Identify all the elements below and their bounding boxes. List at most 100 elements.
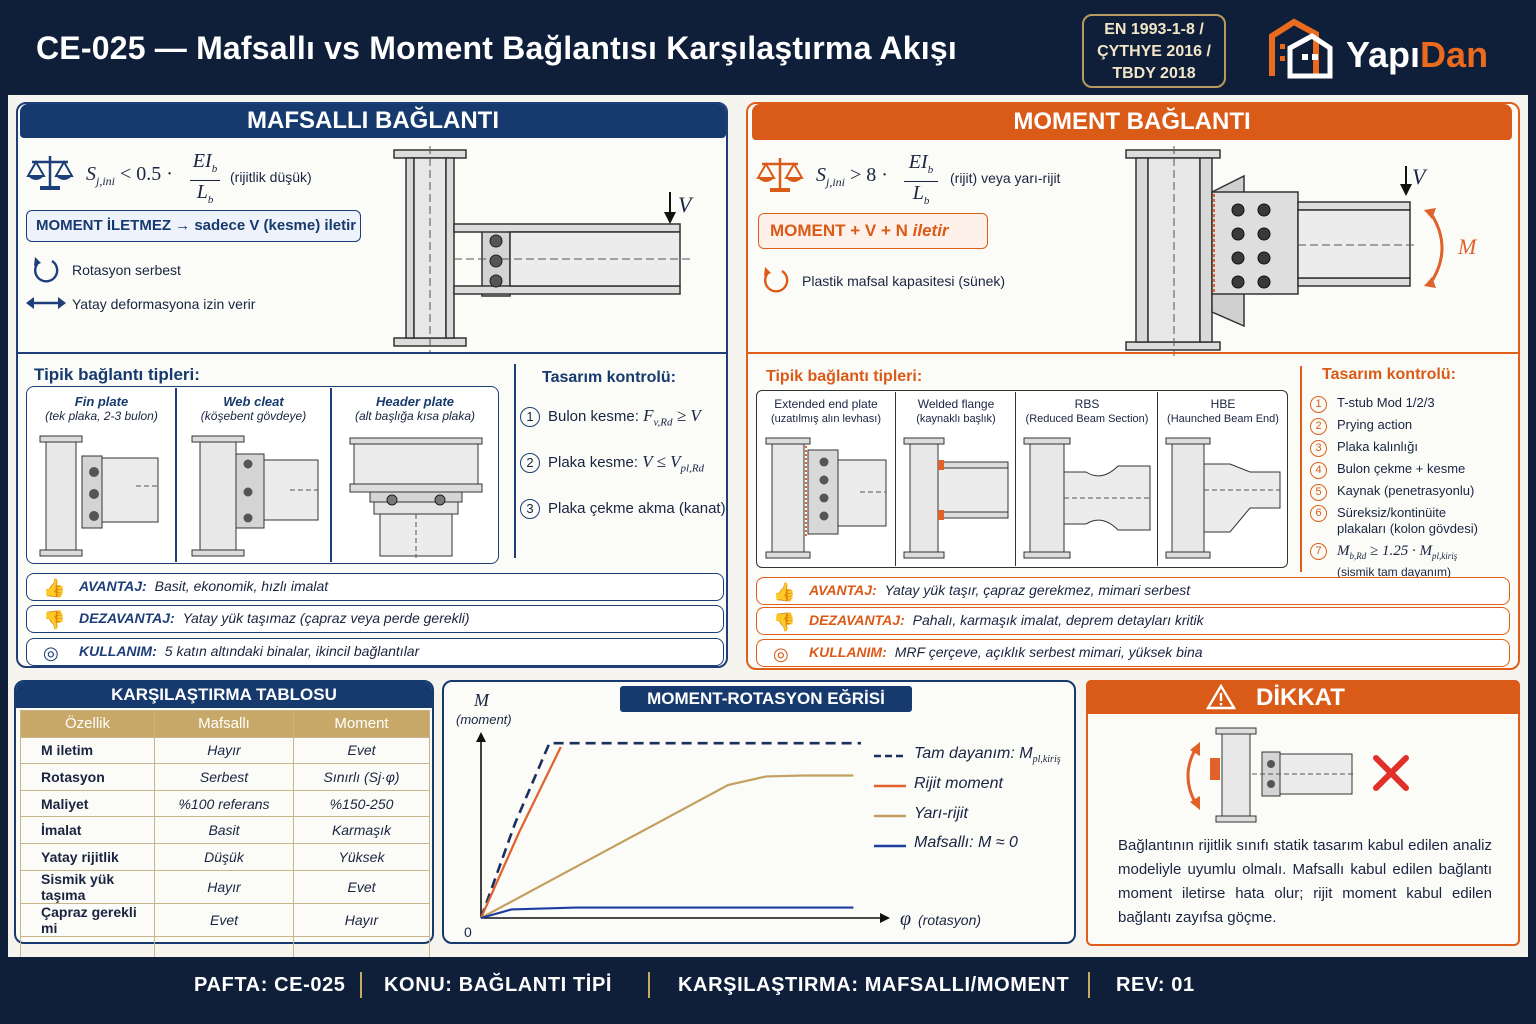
table-cell: İmalat xyxy=(20,816,155,844)
legend-text: Tam dayanım: M xyxy=(914,745,1033,762)
pinned-fraction: EIb Lb xyxy=(190,150,220,211)
legend-label-3: Yarı-rijit xyxy=(914,805,968,822)
footer-rev: REV: 01 xyxy=(1116,974,1195,996)
check-sub: v,Rd xyxy=(653,416,673,429)
thumbs-down-icon: 👎 xyxy=(773,612,796,632)
row-label: KULLANIM: xyxy=(79,643,157,659)
type-desc: (köşebent gövdeye) xyxy=(200,409,307,423)
row-text: Yatay yük taşımaz (çapraz veya perde ger… xyxy=(182,610,470,626)
row-text: Basit, ekonomik, hızlı imalat xyxy=(154,578,329,594)
legend-label-4: Mafsallı: M ≈ 0 xyxy=(914,834,1018,851)
header-plate-drawing xyxy=(349,437,483,558)
hbe-drawing xyxy=(1165,437,1281,559)
row-label: KULLANIM: xyxy=(809,644,887,660)
pinned-checks-title: Tasarım kontrolü: xyxy=(542,369,676,386)
frac-den: L xyxy=(196,181,208,203)
standard-line-2: ÇYTHYE 2016 / xyxy=(1097,43,1211,60)
warning-drawing xyxy=(1186,727,1409,823)
fin-plate-drawing xyxy=(39,435,160,557)
rotation-icon xyxy=(764,267,789,293)
table-cell: Basit xyxy=(154,816,294,844)
type-web-cleat: Web cleat (köşebent gövdeye) xyxy=(177,394,330,424)
row-text: Yatay yük taşır, çapraz gerekmez, mimari… xyxy=(884,582,1191,598)
s-symbol: S xyxy=(816,164,826,186)
type-rbs: RBS (Reduced Beam Section) xyxy=(1017,397,1157,427)
logo-part-1: Yapı xyxy=(1346,34,1421,75)
type-name: Header plate xyxy=(375,394,455,409)
check-number: 3 xyxy=(520,499,540,519)
pinned-title: MAFSALLI BAĞLANTI xyxy=(20,104,726,138)
frac-num-sub: b xyxy=(927,164,934,176)
x-axis-arrow xyxy=(880,913,890,923)
divider xyxy=(895,392,897,566)
building-logo-icon xyxy=(1269,18,1333,79)
brand-logo: YapıDan xyxy=(1346,34,1488,76)
thumbs-up-icon: 👍 xyxy=(43,578,66,598)
rbs-drawing xyxy=(1023,437,1151,559)
table-cell: Sınırlı (Sj·φ) xyxy=(293,763,430,791)
thumbs-down-icon: 👎 xyxy=(43,610,66,630)
moment-stiffness-note: (rijit) veya yarı-rijit xyxy=(950,170,1061,186)
moment-types-title: Tipik bağlantı tipleri: xyxy=(766,368,923,385)
pinned-types-title: Tipik bağlantı tipleri: xyxy=(34,365,200,384)
moment-panel xyxy=(746,102,1520,670)
table-cell: Evet xyxy=(293,869,430,904)
frac-num: EI xyxy=(192,150,212,172)
type-extended-end-plate: Extended end plate (uzatılmış alın levha… xyxy=(758,397,894,427)
s-sub: j,ini xyxy=(96,174,116,188)
check-text: Plaka çekme akma (kanat) xyxy=(548,500,726,517)
check-text: Plaka kesme: xyxy=(548,454,639,471)
type-name: Fin plate xyxy=(74,394,129,409)
check-number: 2 xyxy=(1310,418,1327,435)
check-number: 3 xyxy=(1310,440,1327,457)
warning-title: DİKKAT xyxy=(1256,684,1345,711)
table-cell: Serbest xyxy=(154,763,294,791)
type-name: RBS xyxy=(1074,397,1100,411)
table-cell: Düşük xyxy=(154,842,294,871)
scale-icon xyxy=(26,156,74,190)
table-cell: Sismik yük taşıma xyxy=(20,869,155,904)
check-sub: pl,Rd xyxy=(680,462,705,475)
table-cell: Hayır xyxy=(154,736,294,765)
chart-xlabel-sub: (rotasyon) xyxy=(918,912,982,928)
extended-end-plate-drawing xyxy=(765,437,887,559)
table-header: Mafsallı xyxy=(154,710,294,738)
type-name: HBE xyxy=(1210,397,1236,411)
type-name: Extended end plate xyxy=(774,397,878,411)
warning-text: Bağlantının rijitlik sınıfı statik tasar… xyxy=(1118,837,1492,926)
row-label: DEZAVANTAJ: xyxy=(809,612,905,628)
type-desc: (alt başlığa kısa plaka) xyxy=(354,409,476,423)
table-cell: Hayır xyxy=(293,902,430,937)
table-cell: Evet xyxy=(154,902,294,937)
double-arrow-icon xyxy=(26,297,66,309)
type-desc: (Haunched Beam End) xyxy=(1167,413,1279,425)
standards-badge: EN 1993-1-8 / ÇYTHYE 2016 / TBDY 2018 xyxy=(1082,14,1226,88)
type-name: Welded flange xyxy=(917,397,995,411)
table-cell: Karmaşık xyxy=(293,816,430,844)
pinned-check-3: 3 Plaka çekme akma (kanat) xyxy=(520,499,726,519)
type-desc: (tek plaka, 2-3 bulon) xyxy=(45,409,158,423)
warning-panel xyxy=(1086,680,1520,946)
check-text: Bulon kesme: xyxy=(548,408,639,425)
type-desc: (Reduced Beam Section) xyxy=(1025,413,1149,425)
moment-connection-drawing xyxy=(1125,146,1416,356)
welded-flange-drawing xyxy=(903,437,1009,559)
check-number: 7 xyxy=(1310,543,1327,560)
series-line-4 xyxy=(480,906,854,920)
pinned-connection-drawing xyxy=(393,146,690,352)
chart-xlabel: φ xyxy=(900,908,912,930)
divider xyxy=(175,388,177,562)
type-name: Web cleat xyxy=(223,394,284,409)
pinned-feature-2: Yatay deformasyona izin verir xyxy=(72,296,256,312)
thumbs-up-icon: 👍 xyxy=(773,582,796,602)
chart-origin-label: 0 xyxy=(464,924,472,940)
pinned-divider xyxy=(18,352,726,354)
rotation-icon xyxy=(34,257,59,283)
